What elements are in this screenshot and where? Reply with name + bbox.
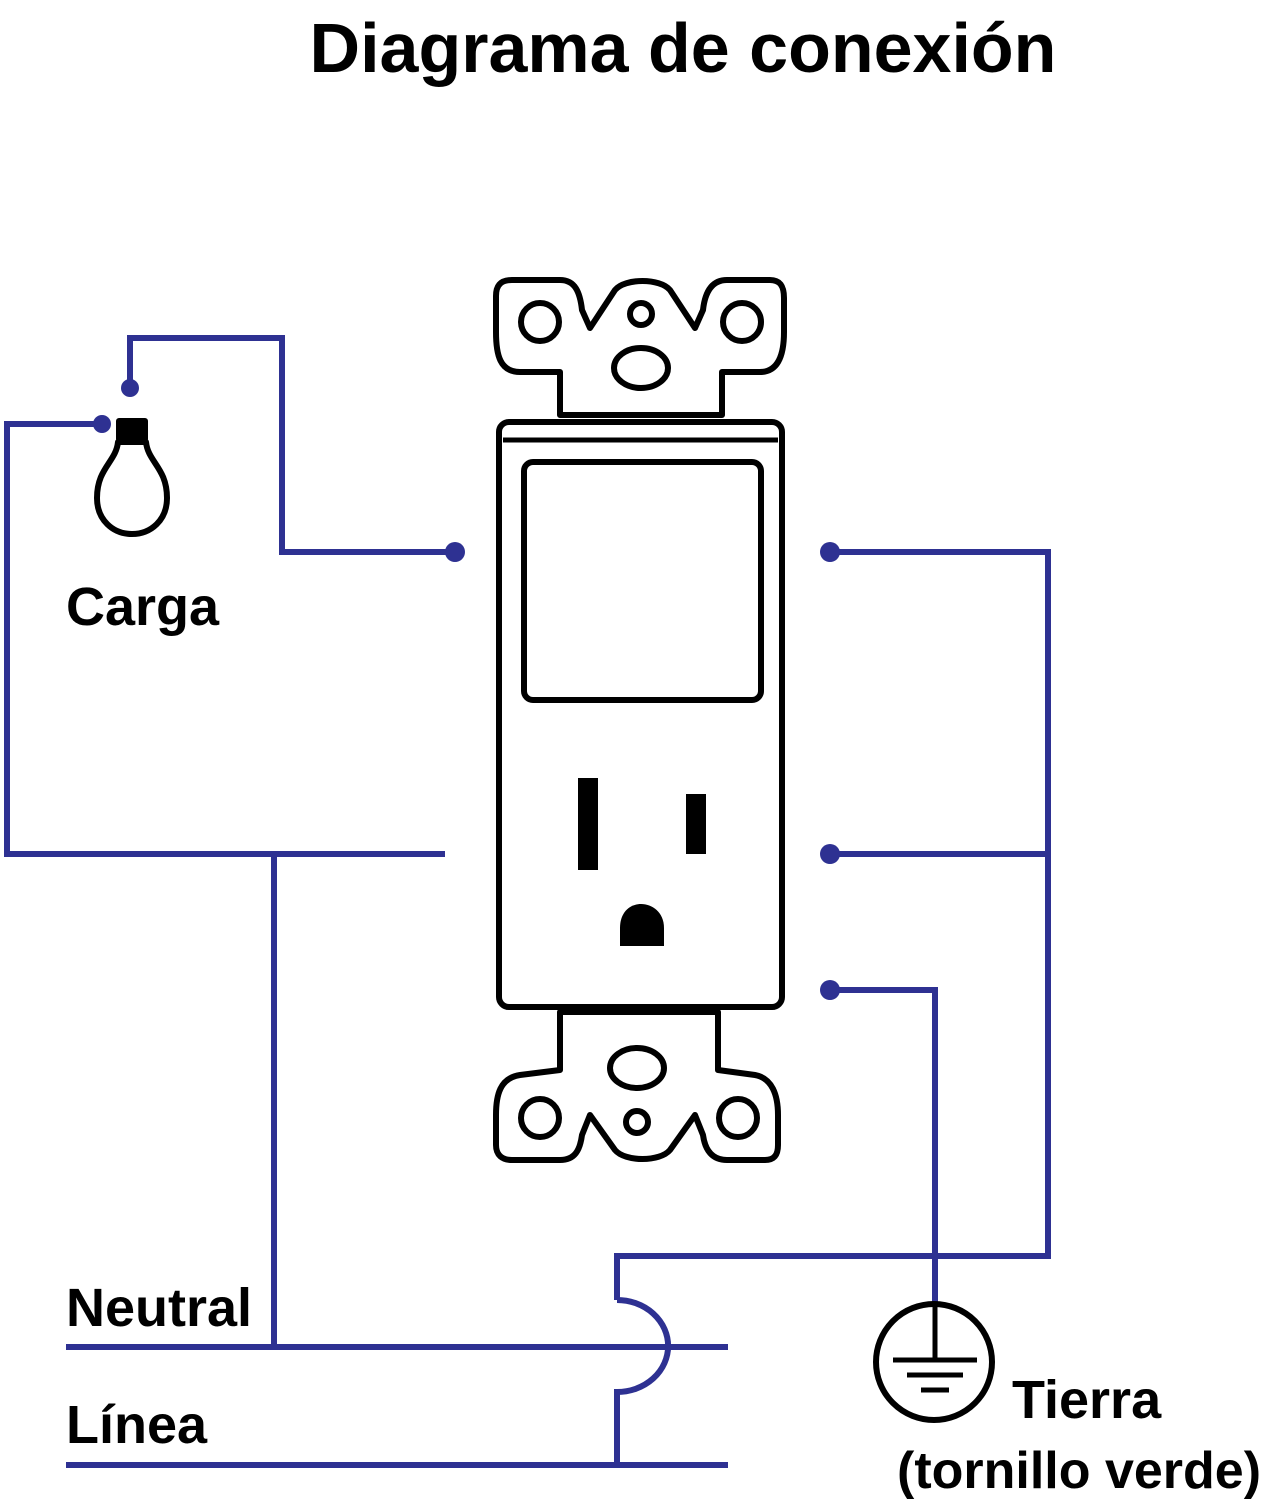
bulb-return-wire <box>4 421 445 857</box>
terminals <box>93 379 840 1000</box>
ground-symbol-icon <box>873 1301 995 1423</box>
terminal-dot <box>445 542 465 562</box>
load-wire <box>127 335 455 555</box>
switch-paddle <box>521 459 764 703</box>
ground-wire <box>830 987 938 1305</box>
terminal-dot <box>121 379 139 397</box>
ground-detail-label: (tornillo verde) <box>897 1442 1261 1500</box>
switch-right-wire <box>614 549 1051 1300</box>
switch-outlet-combo-icon <box>493 277 787 1163</box>
ground-label: Tierra <box>1012 1370 1162 1430</box>
neutral-label: Neutral <box>66 1278 252 1338</box>
load-label: Carga <box>66 577 220 637</box>
wiring <box>4 335 1051 1468</box>
outlet-hot-slot <box>686 794 706 854</box>
light-bulb-icon <box>94 418 170 537</box>
terminal-dot <box>820 542 840 562</box>
outlet-ground-slot <box>620 904 664 946</box>
diagram-title: Diagrama de conexión <box>310 9 1057 87</box>
terminal-dot <box>820 844 840 864</box>
line-label: Línea <box>66 1395 208 1455</box>
outlet-neutral-slot <box>578 778 598 870</box>
terminal-dot <box>93 415 111 433</box>
terminal-dot <box>820 980 840 1000</box>
line-crossover-wire <box>614 1297 672 1465</box>
